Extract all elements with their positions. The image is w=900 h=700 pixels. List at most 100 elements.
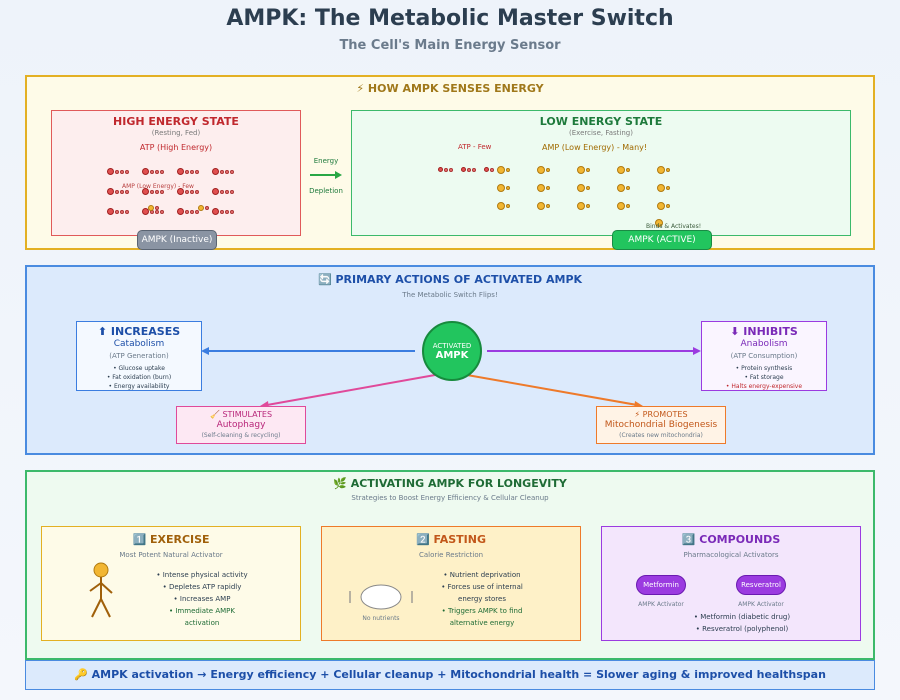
amp-molecule-grid: [497, 159, 677, 219]
mito-note: (Creates new mitochondria): [619, 432, 703, 439]
increases-card: ⬆ INCREASES Catabolism (ATP Generation) …: [76, 321, 202, 391]
longevity-subtitle: Strategies to Boost Energy Efficiency & …: [351, 494, 549, 502]
inhibits-note: (ATP Consumption): [730, 352, 798, 360]
mito-title: ⚡ PROMOTES: [634, 410, 688, 419]
inhibit-arrowhead-icon: [693, 347, 701, 355]
amp-molecule: [537, 195, 550, 214]
autophagy-note: (Self-cleaning & recycling): [201, 432, 281, 439]
list-item: • Triggers AMPK to find: [441, 607, 523, 615]
list-item: • Glucose uptake: [113, 365, 165, 372]
high-energy-title: HIGH ENERGY STATE: [113, 115, 239, 128]
ampk-inactive-badge: AMPK (Inactive): [137, 230, 217, 250]
primary-actions-section: 🔄 PRIMARY ACTIONS OF ACTIVATED AMPK The …: [25, 265, 875, 455]
atp-molecule: [212, 201, 234, 220]
inhibits-bullets: • Protein synthesis • Fat storage • Halt…: [702, 364, 826, 391]
compounds-title: 3️⃣ COMPOUNDS: [681, 533, 781, 546]
atp-molecule: [142, 161, 164, 180]
amp-molecule: [537, 177, 550, 196]
atp-molecule-grid: [107, 161, 247, 221]
page-subtitle: The Cell's Main Energy Sensor: [339, 38, 561, 53]
fasting-title: 2️⃣ FASTING: [415, 533, 487, 546]
autophagy-title: 🧹 STIMULATES: [209, 410, 273, 419]
list-item: • Forces use of internal: [441, 583, 523, 591]
list-item: • Fat storage: [744, 374, 784, 381]
increases-title: ⬆ INCREASES: [97, 325, 181, 338]
inhibits-card: ⬇ INHIBITS Anabolism (ATP Consumption) •…: [701, 321, 827, 391]
amp-molecule: [198, 197, 209, 216]
energy-depletion-arrow-icon: [310, 171, 342, 179]
amp-molecule: [577, 159, 590, 178]
resveratrol-caption: AMPK Activator: [738, 601, 784, 608]
list-item: energy stores: [458, 595, 506, 603]
action-arrows: [201, 347, 701, 409]
mito-subtitle: Mitochondrial Biogenesis: [604, 420, 718, 430]
page-title: AMPK: The Metabolic Master Switch: [226, 6, 674, 31]
amp-molecule: [617, 177, 630, 196]
amp-many-label: AMP (Low Energy) - Many!: [542, 143, 648, 152]
primary-actions-subtitle: The Metabolic Switch Flips!: [402, 291, 498, 299]
list-item: • Halts energy-expensive: [725, 383, 803, 390]
amp-molecule: [617, 195, 630, 214]
empty-plate-icon: [349, 584, 413, 610]
atp-high-label: ATP (High Energy): [139, 143, 213, 152]
list-item: alternative energy: [449, 619, 515, 627]
amp-molecule: [617, 159, 630, 178]
binds-activates-label: Binds & Activates!: [646, 223, 702, 230]
atp-molecule: [107, 161, 129, 180]
longevity-section: 🌿 ACTIVATING AMPK FOR LONGEVITY Strategi…: [25, 470, 875, 660]
fasting-card: 2️⃣ FASTING Calorie Restriction No nutri…: [321, 526, 581, 641]
list-item: • Intense physical activity: [156, 571, 248, 579]
amp-molecule: [657, 195, 670, 214]
amp-molecule: [148, 197, 159, 216]
amp-molecule: [497, 195, 510, 214]
autophagy-card: 🧹 STIMULATES Autophagy (Self-cleaning & …: [176, 406, 306, 444]
low-energy-title: LOW ENERGY STATE: [539, 115, 663, 128]
mito-biogenesis-card: ⚡ PROMOTES Mitochondrial Biogenesis (Cre…: [596, 406, 726, 444]
energy-arrow-label-top: Energy: [313, 157, 339, 165]
metformin-caption: AMPK Activator: [638, 601, 684, 608]
atp-molecule: [177, 181, 199, 200]
fasting-subtitle: Calorie Restriction: [418, 551, 484, 559]
autophagy-arrow-icon: [266, 374, 436, 406]
increase-arrowhead-icon: [201, 347, 209, 355]
exercise-title: 1️⃣ EXERCISE: [132, 533, 210, 546]
metformin-pill: Metformin: [636, 575, 686, 595]
longevity-title: 🌿 ACTIVATING AMPK FOR LONGEVITY: [333, 477, 567, 490]
atp-molecule: [212, 161, 234, 180]
list-item: • Fat oxidation (burn): [106, 374, 172, 381]
energy-sensing-section: ⚡ HOW AMPK SENSES ENERGY HIGH ENERGY STA…: [25, 75, 875, 250]
autophagy-subtitle: Autophagy: [216, 420, 266, 430]
atp-molecule: [177, 201, 199, 220]
atp-molecule: [177, 161, 199, 180]
summary-footer: 🔑 AMPK activation → Energy efficiency + …: [25, 660, 875, 690]
energy-arrow-label-bottom: Depletion: [309, 187, 343, 195]
compounds-subtitle: Pharmacological Activators: [683, 551, 779, 559]
exercise-card: 1️⃣ EXERCISE Most Potent Natural Activat…: [41, 526, 301, 641]
list-item: • Protein synthesis: [735, 365, 793, 372]
atp-few-label: ATP - Few: [458, 143, 492, 151]
atp-few-molecules: [438, 159, 495, 178]
primary-actions-title: 🔄 PRIMARY ACTIONS OF ACTIVATED AMPK: [317, 273, 583, 286]
mito-arrow-icon: [466, 374, 638, 406]
low-energy-panel: LOW ENERGY STATE (Exercise, Fasting) ATP…: [351, 110, 851, 236]
atp-molecule: [142, 201, 164, 220]
atp-molecule: [107, 181, 129, 200]
high-energy-subtitle: (Resting, Fed): [151, 129, 201, 137]
fasting-bullets: • Nutrient deprivation • Forces use of i…: [422, 569, 542, 629]
no-nutrients-label: No nutrients: [362, 615, 400, 622]
list-item: • Energy availability: [108, 383, 170, 390]
amp-molecule: [497, 177, 510, 196]
low-energy-subtitle: (Exercise, Fasting): [569, 129, 633, 137]
amp-molecule: [577, 195, 590, 214]
atp-molecule: [142, 181, 164, 200]
energy-sensing-title: ⚡ HOW AMPK SENSES ENERGY: [356, 82, 544, 95]
atp-molecule: [107, 201, 129, 220]
amp-molecule: [657, 177, 670, 196]
inhibits-title: ⬇ INHIBITS: [730, 325, 798, 338]
list-item: activation: [184, 619, 220, 627]
increases-note: (ATP Generation): [109, 352, 169, 360]
resveratrol-pill: Resveratrol: [736, 575, 786, 595]
list-item: • Increases AMP: [173, 595, 231, 603]
amp-molecule: [497, 159, 510, 178]
amp-molecule: [657, 159, 670, 178]
